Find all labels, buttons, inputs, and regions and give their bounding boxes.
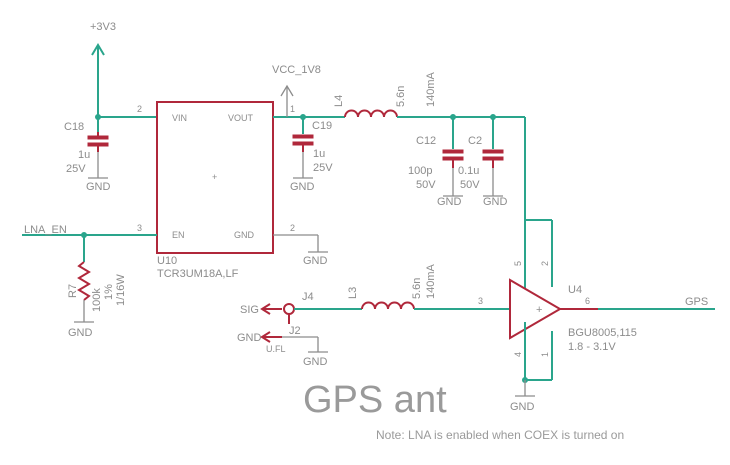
l3-ref: L3 <box>347 287 359 299</box>
r7-ref: R7 <box>67 284 79 298</box>
capacitor-c2: C2 0.1u 50V GND <box>458 117 508 208</box>
net-label-gps: GPS <box>685 296 708 308</box>
c19-value: 1u <box>313 148 325 160</box>
connector-gnd-label: GND <box>237 332 262 344</box>
u10-gnd: 2 GND <box>273 223 328 267</box>
c12-gnd-label: GND <box>437 196 462 208</box>
capacitor-c18: C18 1u 25V GND <box>64 117 111 193</box>
regulator-u10: VIN VOUT EN GND + U10 TCR3UM18A,LF <box>156 101 274 280</box>
u10-ref: U10 <box>157 255 177 267</box>
connector-j4: SIG GND J4 J2 U.FL GND <box>237 291 328 368</box>
u4-pin-gnd1: 1 <box>540 352 550 357</box>
u10-gnd-pin-number: 2 <box>290 223 295 233</box>
u10-pin-gnd: GND <box>234 230 255 240</box>
inductor-l4: L4 5.6n 140mA <box>333 71 437 118</box>
u10-pin-vout: VOUT <box>228 113 254 123</box>
u4-part: BGU8005,115 <box>568 327 637 339</box>
c18-voltage: 25V <box>66 163 86 175</box>
c12-value: 100p <box>408 165 432 177</box>
c19-ref: C19 <box>312 120 332 132</box>
connector-part: U.FL <box>266 344 286 354</box>
r7-tolerance: 1% <box>103 284 115 300</box>
sheet-note: Note: LNA is enabled when COEX is turned… <box>376 428 624 442</box>
lna-en-net: LNA_EN 3 <box>22 223 157 238</box>
net-label-lna-en: LNA_EN <box>24 224 67 236</box>
u10-part: TCR3UM18A,LF <box>157 268 239 280</box>
supply-vcc-1v8: VCC_1V8 <box>272 64 321 117</box>
c12-voltage: 50V <box>416 179 436 191</box>
u4-ref: U4 <box>568 284 582 296</box>
inductor-l3: L3 5.6n 140mA <box>347 263 437 310</box>
r7-gnd-label: GND <box>68 327 93 339</box>
sheet-title: GPS ant <box>303 379 447 421</box>
capacitor-c12: C12 100p 50V GND <box>408 117 464 208</box>
u4-marker: + <box>536 304 542 316</box>
c2-gnd-label: GND <box>483 196 508 208</box>
u10-pin3-number: 3 <box>137 223 142 233</box>
net-label-vcc-1v8: VCC_1V8 <box>272 64 321 76</box>
resistor-r7: R7 100k 1% 1/16W GND <box>67 235 127 339</box>
c19-gnd-label: GND <box>290 181 315 193</box>
c18-ref: C18 <box>64 121 84 133</box>
u4-pin-en: 2 <box>540 261 550 266</box>
u10-gnd-label: GND <box>303 255 328 267</box>
l4-ref: L4 <box>333 95 345 107</box>
c2-voltage: 50V <box>460 179 480 191</box>
u10-pin1-number: 1 <box>290 104 295 114</box>
connector-sig-label: SIG <box>240 304 259 316</box>
r7-power: 1/16W <box>115 274 127 306</box>
c18-gnd-label: GND <box>86 181 111 193</box>
c2-ref: C2 <box>468 135 482 147</box>
connector-ref: J4 <box>302 291 314 303</box>
u10-center-marker: + <box>212 172 217 182</box>
l4-value: 5.6n <box>395 86 407 107</box>
c18-value: 1u <box>78 149 90 161</box>
u4-pin-gnd2: 4 <box>513 352 523 357</box>
capacitor-c19: C19 1u 25V GND <box>290 117 333 193</box>
u10-pin-en: EN <box>172 230 185 240</box>
c2-value: 0.1u <box>458 165 479 177</box>
c19-voltage: 25V <box>313 162 333 174</box>
u4-supply: 1.8 - 3.1V <box>568 341 616 353</box>
net-label-3v3: +3V3 <box>90 21 116 33</box>
u10-pin-vin: VIN <box>172 113 187 123</box>
connector-ref2: J2 <box>289 325 301 337</box>
c12-ref: C12 <box>416 135 436 147</box>
l3-value: 5.6n <box>411 278 423 299</box>
u4-gnd-label: GND <box>510 401 535 413</box>
u4-pin-out: 6 <box>585 296 590 306</box>
supply-3v3: +3V3 <box>90 21 116 117</box>
u4-pin-vcc: 5 <box>513 261 523 266</box>
connector-gnd-net-label: GND <box>303 356 328 368</box>
l3-rating: 140mA <box>425 263 437 299</box>
r7-value: 100k <box>91 288 103 312</box>
lna-u4: GND 5 2 4 1 6 + U4 BGU8005,115 1.8 - 3.1… <box>509 219 715 413</box>
u4-pin-in-number: 3 <box>478 296 483 306</box>
l4-rating: 140mA <box>425 71 437 107</box>
u10-pin2-number: 2 <box>137 104 142 114</box>
